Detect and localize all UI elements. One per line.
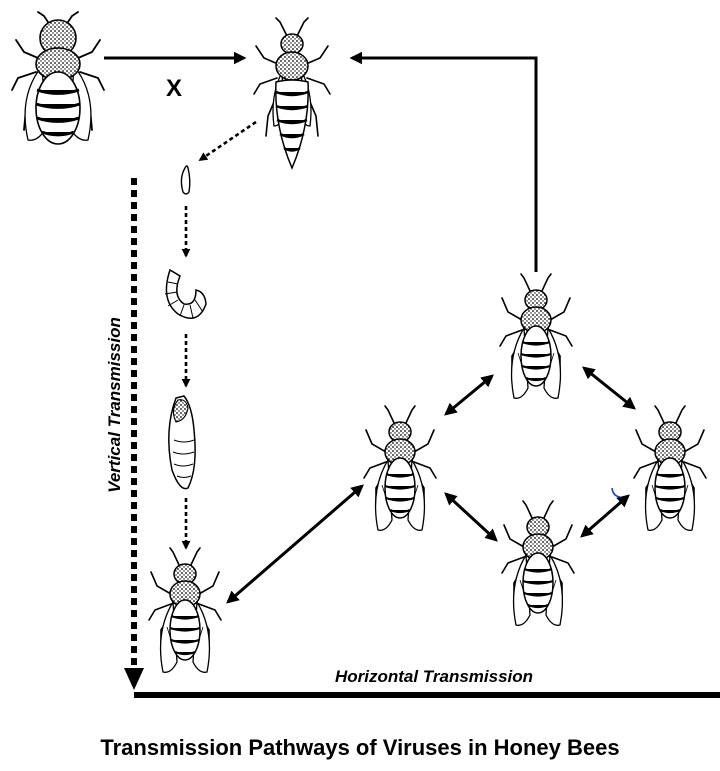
pupa-icon bbox=[169, 396, 195, 489]
bottom-right-arrow bbox=[582, 496, 628, 536]
larva-icon bbox=[165, 270, 206, 318]
stray-mark bbox=[612, 488, 620, 497]
worker-colony-arrow bbox=[228, 486, 362, 602]
colony-worker-left-icon bbox=[364, 406, 436, 530]
queen-icon bbox=[254, 18, 330, 168]
blocked-transmission-marker: X bbox=[166, 75, 182, 102]
egg-icon bbox=[181, 166, 189, 194]
top-right-arrow bbox=[584, 368, 634, 408]
diagram-title: Transmission Pathways of Viruses in Hone… bbox=[100, 735, 619, 760]
emerged-worker-icon bbox=[149, 548, 221, 672]
left-bottom-arrow bbox=[446, 494, 496, 540]
vertical-transmission-label: Vertical Transmission bbox=[105, 317, 124, 493]
colony-worker-right-icon bbox=[634, 406, 706, 530]
queen-to-egg-arrow bbox=[200, 122, 256, 160]
colony-worker-top-icon bbox=[500, 274, 572, 398]
colony-to-queen-arrow bbox=[352, 58, 536, 272]
drone-icon bbox=[12, 12, 104, 144]
horizontal-transmission-label: Horizontal Transmission bbox=[335, 667, 533, 686]
left-top-arrow bbox=[446, 376, 492, 414]
vertical-transmission-arrowhead bbox=[124, 668, 144, 690]
colony-worker-bottom-icon bbox=[502, 501, 574, 625]
